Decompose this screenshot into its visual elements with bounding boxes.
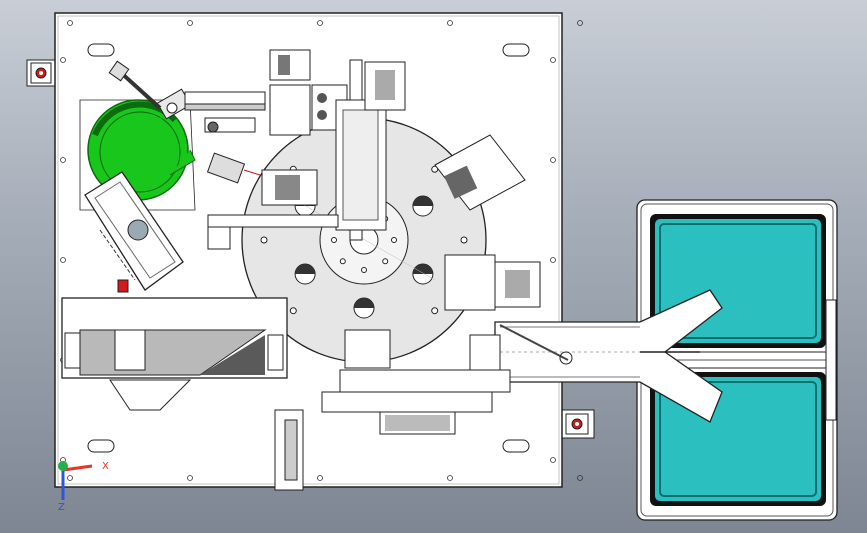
hole-icon [187, 475, 193, 481]
hole-icon [361, 267, 367, 273]
transfer-housing[interactable] [61, 297, 288, 411]
left-station[interactable] [207, 169, 339, 250]
hole-icon [460, 236, 468, 244]
right-station[interactable] [434, 134, 541, 311]
nest-station[interactable] [294, 263, 316, 285]
hole-icon [60, 157, 66, 163]
x-axis-label: X [102, 461, 109, 472]
hole-icon [60, 257, 66, 263]
gear-icon [559, 351, 573, 365]
hole-icon [577, 475, 583, 481]
vibratory-bowl-feeder[interactable] [79, 60, 196, 211]
gripper-module[interactable] [206, 152, 261, 184]
nest-station[interactable] [353, 297, 375, 319]
hole-icon [187, 20, 193, 26]
hole-icon [317, 20, 323, 26]
z-axis-label: Z [58, 502, 65, 513]
hole-icon [447, 475, 453, 481]
hole-icon [260, 236, 268, 244]
hole-icon [289, 307, 297, 315]
nest-station[interactable] [412, 195, 434, 217]
hole-icon [550, 57, 556, 63]
hole-icon [317, 475, 323, 481]
nest-station[interactable] [412, 263, 434, 285]
hole-icon [331, 237, 337, 243]
right-mounting-bracket[interactable] [561, 409, 595, 439]
hole-icon [550, 457, 556, 463]
linear-feeder-rail[interactable] [184, 91, 266, 133]
hole-icon [550, 257, 556, 263]
coordinate-triad[interactable]: X Z [58, 461, 109, 513]
hole-icon [382, 258, 389, 265]
y-chute-conveyor[interactable] [494, 289, 723, 423]
hole-icon [339, 258, 346, 265]
hole-icon [550, 157, 556, 163]
lower-slide-assembly[interactable] [321, 329, 511, 435]
hole-icon [391, 237, 397, 243]
hole-icon [67, 475, 73, 481]
feeder-drive-box[interactable] [84, 171, 184, 293]
top-pick-and-place[interactable] [269, 49, 406, 241]
bottom-vertical-module[interactable] [274, 409, 304, 491]
hole-icon [67, 20, 73, 26]
hole-icon [577, 20, 583, 26]
hole-icon [60, 57, 66, 63]
hole-icon [447, 20, 453, 26]
hole-icon [431, 307, 439, 315]
plate-slots [87, 43, 530, 453]
red-knob-icon[interactable] [117, 279, 129, 293]
